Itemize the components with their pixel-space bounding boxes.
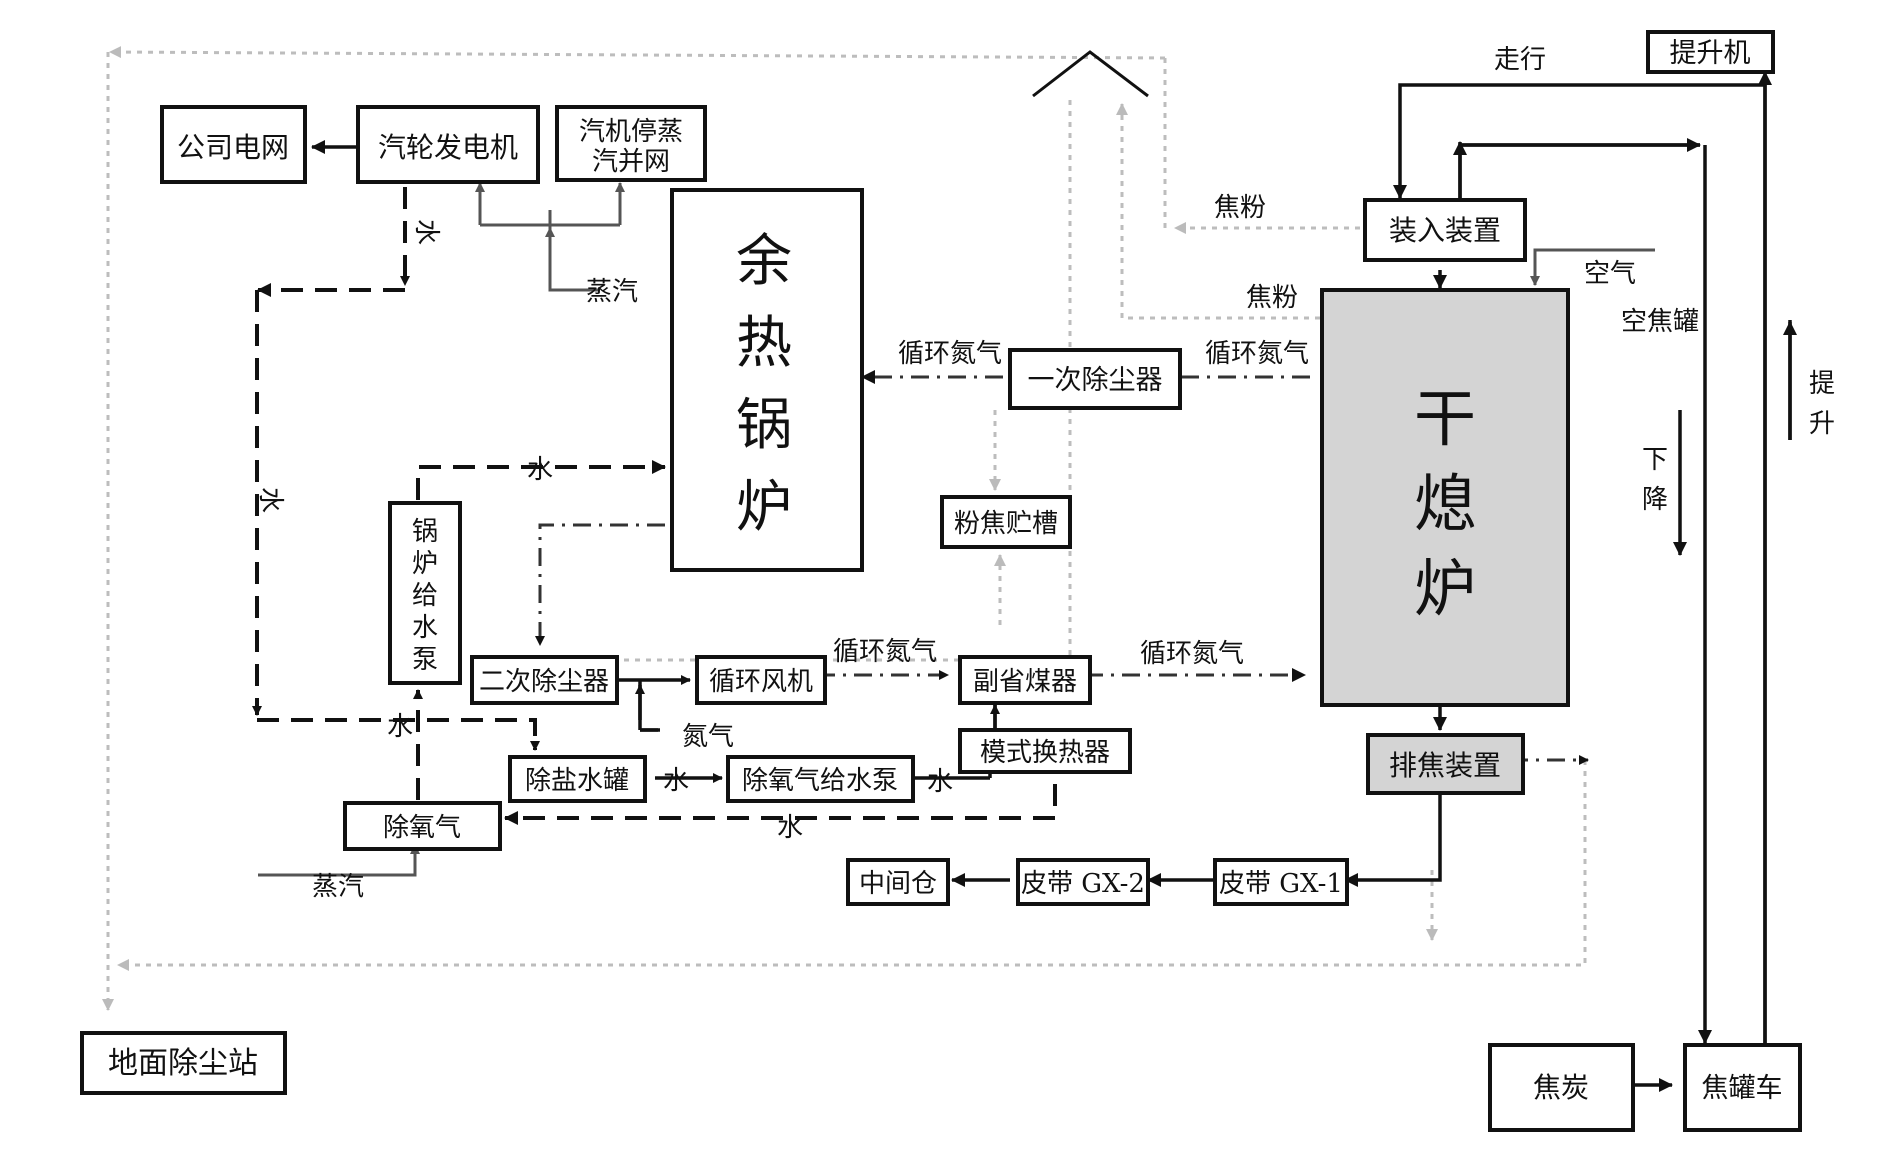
node-company-grid: 公司电网 (160, 105, 307, 184)
label-water-pump-to-hx: 水 (927, 767, 953, 797)
node-desalted-water-tank: 除盐水罐 (508, 755, 647, 803)
sub-economizer-label: 副省煤器 (973, 667, 1077, 697)
furnace-char-2: 熄 (1414, 467, 1476, 540)
label-lift-1: 提 (1809, 369, 1835, 399)
label-circulating-n2-furnace: 循环氮气 (1205, 339, 1309, 369)
furnace-char-1: 干 (1414, 382, 1476, 455)
boiler-feed-pump-char-5: 泵 (412, 645, 438, 675)
furnace-char-3: 炉 (1414, 552, 1476, 625)
node-coke-tank-car: 焦罐车 (1683, 1043, 1802, 1132)
label-water-left-loop: 水 (255, 487, 285, 513)
node-turbine-generator: 汽轮发电机 (356, 105, 540, 184)
node-primary-dust-collector: 一次除尘器 (1008, 348, 1182, 410)
water-lines (252, 187, 1057, 825)
charging-device-label: 装入装置 (1389, 214, 1501, 247)
steam-lines (258, 182, 1655, 877)
waste-heat-boiler-char-2: 热 (736, 311, 792, 376)
node-coke-powder-tank: 粉焦贮槽 (940, 495, 1072, 549)
intermediate-bin-label: 中间仓 (859, 869, 937, 899)
solid-flow-lines (311, 71, 1797, 1092)
exhaust-chimney-icon (1032, 50, 1149, 98)
label-water-to-boiler: 水 (527, 455, 553, 485)
turbine-generator-label: 汽轮发电机 (378, 131, 518, 164)
node-intermediate-bin: 中间仓 (846, 858, 950, 906)
label-coke-powder-top: 焦粉 (1214, 193, 1266, 223)
node-ground-dust-station: 地面除尘站 (80, 1031, 287, 1095)
label-lift-2: 升 (1809, 409, 1835, 439)
label-water-turbine-down: 水 (411, 219, 441, 245)
waste-heat-boiler-char-4: 炉 (736, 475, 792, 540)
label-circulating-n2-econ: 循环氮气 (1140, 639, 1244, 669)
node-turbine-stop-steam: 汽机停蒸 汽并网 (555, 105, 707, 182)
label-steam-to-turbine: 蒸汽 (586, 277, 638, 307)
label-nitrogen: 氮气 (682, 722, 734, 752)
label-air: 空气 (1584, 259, 1636, 289)
label-empty-coke-tank: 空焦罐 (1621, 307, 1699, 337)
node-hoist: 提升机 (1646, 30, 1775, 74)
turbine-stop-steam-line1: 汽机停蒸 (579, 117, 683, 147)
primary-dust-collector-label: 一次除尘器 (1028, 365, 1163, 396)
label-coke-powder-mid: 焦粉 (1246, 283, 1298, 313)
node-coke: 焦炭 (1488, 1043, 1635, 1132)
boiler-feed-pump-char-4: 水 (412, 613, 438, 643)
company-grid-label: 公司电网 (177, 131, 289, 164)
waste-heat-boiler-char-3: 锅 (736, 393, 792, 458)
secondary-dust-collector-label: 二次除尘器 (479, 667, 609, 697)
node-secondary-dust-collector: 二次除尘器 (470, 655, 619, 705)
node-dry-quenching-furnace: 干 熄 炉 (1320, 288, 1570, 707)
label-water-tank-to-pump: 水 (663, 766, 689, 796)
label-lower-2: 降 (1642, 485, 1668, 515)
module-heat-exchanger-label: 模式换热器 (980, 738, 1110, 768)
desalted-water-tank-label: 除盐水罐 (525, 766, 629, 796)
coke-tank-car-label: 焦罐车 (1702, 1073, 1783, 1104)
flow-labels: 水 水 蒸汽 水 水 氮气 循环氮气 循环氮气 循环氮气 循环氮气 水 水 水 … (255, 45, 1835, 902)
label-steam-deaerator: 蒸汽 (312, 872, 364, 902)
deaerated-feed-pump-label: 除氧气给水泵 (742, 766, 898, 796)
belt-gx1-label: 皮带 GX-1 (1219, 869, 1343, 899)
coke-discharge-device-label: 排焦装置 (1389, 749, 1501, 782)
label-circulating-n2-fan: 循环氮气 (833, 637, 937, 667)
boiler-feed-pump-char-3: 给 (412, 581, 438, 611)
label-water-return: 水 (777, 813, 803, 843)
boiler-feed-pump-char-2: 炉 (412, 549, 438, 579)
node-deaerator: 除氧气 (343, 801, 502, 851)
deaerator-label: 除氧气 (383, 813, 461, 843)
node-waste-heat-boiler: 余 热 锅 炉 (670, 188, 864, 572)
coke-label: 焦炭 (1533, 1071, 1589, 1104)
node-deaerated-feed-pump: 除氧气给水泵 (726, 755, 915, 803)
node-belt-gx1: 皮带 GX-1 (1213, 858, 1349, 906)
label-lower-1: 下 (1642, 445, 1668, 475)
node-coke-discharge-device: 排焦装置 (1366, 733, 1525, 795)
label-water-mid: 水 (387, 712, 413, 742)
node-belt-gx2: 皮带 GX-2 (1016, 858, 1150, 906)
label-circulating-n2-boiler: 循环氮气 (898, 339, 1002, 369)
belt-gx2-label: 皮带 GX-2 (1021, 869, 1145, 899)
node-module-heat-exchanger: 模式换热器 (958, 728, 1132, 774)
waste-heat-boiler-char-1: 余 (736, 229, 792, 294)
hoist-label: 提升机 (1670, 38, 1751, 69)
circulation-fan-label: 循环风机 (709, 667, 813, 697)
node-charging-device: 装入装置 (1363, 198, 1527, 262)
label-travel: 走行 (1494, 45, 1546, 75)
node-sub-economizer: 副省煤器 (958, 655, 1092, 705)
node-circulation-fan: 循环风机 (695, 655, 827, 705)
turbine-stop-steam-line2: 汽并网 (592, 147, 670, 177)
ground-dust-station-label: 地面除尘站 (108, 1046, 258, 1081)
boiler-feed-pump-char-1: 锅 (412, 517, 438, 547)
coke-powder-tank-label: 粉焦贮槽 (954, 509, 1058, 539)
node-boiler-feed-pump: 锅 炉 给 水 泵 (388, 501, 462, 685)
